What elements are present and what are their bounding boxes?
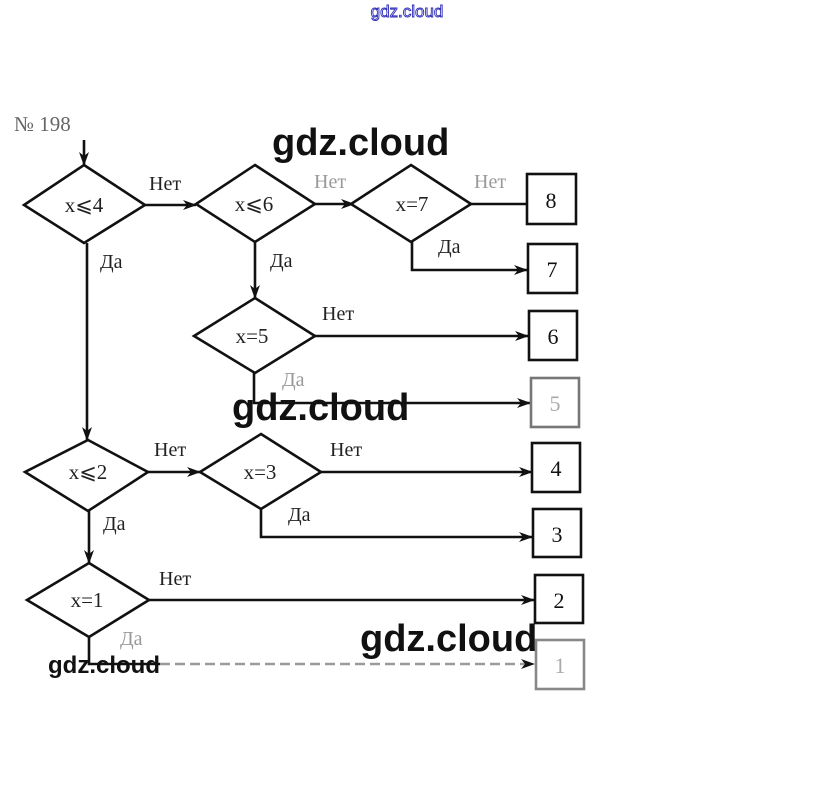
condition-label: x=3	[244, 460, 277, 484]
decision-d4: x=5	[191, 296, 318, 375]
output-rect	[531, 507, 583, 559]
output-rect	[530, 441, 582, 494]
edge-label-no: Нет	[322, 303, 354, 325]
output-value: 7	[547, 257, 558, 282]
output-box-7: 7	[526, 242, 579, 295]
edge-label-yes: Да	[438, 236, 461, 258]
watermark: gdz.cloud	[48, 652, 160, 679]
edge-label-yes: Да	[288, 504, 311, 526]
decision-d5: x⩽2	[22, 438, 151, 513]
output-value: 2	[554, 588, 565, 613]
problem-number: № 198	[14, 112, 71, 136]
output-value: 8	[546, 188, 557, 213]
condition-label: x⩽4	[65, 193, 104, 217]
decision-d7: x=1	[24, 561, 152, 639]
condition-label: x⩽2	[69, 460, 108, 484]
edge-label-no: Нет	[474, 171, 506, 193]
watermark: gdz.cloud	[272, 122, 449, 164]
output-value: 5	[550, 391, 561, 416]
output-box-1: 1	[534, 638, 586, 691]
output-value: 3	[552, 522, 563, 547]
watermark: gdz.cloud	[232, 387, 409, 429]
edge-d7-out1-start	[87, 637, 160, 666]
edge-label-yes: Да	[100, 251, 123, 273]
edge-label-yes: Да	[282, 369, 305, 391]
decision-d3: x=7	[348, 163, 474, 244]
edge-d3-out7	[410, 242, 528, 275]
output-box-4: 4	[530, 441, 582, 494]
condition-label: x⩽6	[235, 192, 274, 216]
output-box-8: 8	[525, 172, 578, 226]
watermark: gdz.cloud	[360, 618, 537, 660]
edge-label-yes: Да	[270, 250, 293, 272]
condition-label: x=7	[396, 192, 429, 216]
watermark-top: gdz.cloud	[371, 2, 444, 21]
condition-label: x=5	[236, 324, 269, 348]
output-box-2: 2	[533, 573, 585, 625]
output-rect	[533, 573, 585, 625]
edge-label-no: Нет	[149, 173, 181, 195]
output-value: 1	[555, 653, 566, 678]
output-box-6: 6	[527, 309, 579, 362]
decision-d1: x⩽4	[21, 163, 148, 245]
output-box-5: 5	[529, 376, 581, 429]
edge-d4-out5	[252, 373, 531, 408]
output-value: 6	[548, 324, 559, 349]
decision-diamond	[21, 163, 148, 245]
output-rect	[525, 172, 578, 226]
output-rect	[526, 242, 579, 295]
edge-label-no: Нет	[314, 171, 346, 193]
output-rect	[534, 638, 586, 691]
edge-label-yes: Да	[103, 513, 126, 535]
edge-label-no: Нет	[154, 439, 186, 461]
output-box-3: 3	[531, 507, 583, 559]
decision-d6: x=3	[197, 432, 324, 511]
edge-label-no: Нет	[330, 439, 362, 461]
edge-label-no: Нет	[159, 568, 191, 590]
output-value: 4	[551, 456, 562, 481]
condition-label: x=1	[71, 588, 104, 612]
output-rect	[527, 309, 579, 362]
edge-label-yes: Да	[120, 628, 143, 650]
decision-d2: x⩽6	[193, 163, 318, 244]
output-rect	[529, 376, 581, 429]
edge-d6-out3	[259, 509, 533, 542]
